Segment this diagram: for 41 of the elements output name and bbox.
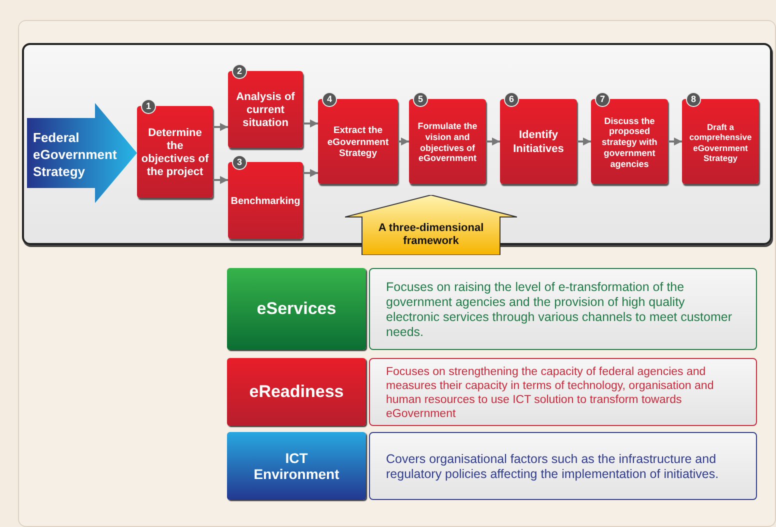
- arrow: [668, 138, 682, 146]
- step-text: Formulate the vision and objectives of eGovernment: [416, 120, 478, 164]
- arrow: [398, 138, 409, 146]
- step-number: 1: [141, 99, 156, 114]
- step-number: 8: [686, 92, 701, 107]
- category-label: eReadiness: [249, 382, 344, 402]
- arrow: [213, 123, 228, 131]
- arrow: [213, 176, 228, 184]
- category-box: [227, 358, 366, 426]
- step-text: Extract the eGovernment Strategy: [326, 125, 390, 160]
- step-text: Discuss the proposed strategy with government agencies: [600, 116, 658, 170]
- description-text: Focuses on raising the level of e-transformation of the government agencies and the provision of high quality electronic services through various channels to meet customer needs.: [386, 280, 732, 340]
- up-arrow: [345, 195, 517, 255]
- description-text: Focuses on strengthening the capacity of federal agencies and measures their capacity in terms of technology, organisation and human resources to use ICT solution to transform towards eGovernment: [386, 365, 715, 421]
- step-text: Analysis of current situation: [235, 90, 296, 130]
- step-text: Benchmarking: [230, 196, 300, 208]
- description-box: [369, 268, 757, 350]
- arrow: [577, 138, 591, 146]
- arrow: [303, 120, 318, 128]
- step-number: 3: [232, 155, 247, 170]
- step-number: 7: [595, 92, 610, 107]
- category-label: eServices: [256, 299, 336, 319]
- panel-box: [22, 43, 772, 245]
- description-box: [369, 358, 757, 426]
- category-box: [227, 432, 366, 500]
- category-label: ICT Environment: [252, 450, 340, 482]
- step-text: Identify Initiatives: [512, 129, 565, 156]
- step-number: 2: [232, 64, 247, 79]
- step-number: 6: [504, 92, 519, 107]
- description-box: [369, 432, 757, 500]
- block-arrow: [27, 103, 137, 203]
- step-text: Draft a comprehensive eGovernment Strategy: [688, 122, 753, 163]
- arrow: [303, 169, 318, 177]
- step-number: 5: [413, 92, 428, 107]
- arrow-label: A three-dimensional framework: [377, 222, 485, 248]
- description-text: Covers organisational factors such as the infrastructure and regulatory policies affecting the implementation of initiatives.: [386, 452, 720, 482]
- step-text: Determine the objectives of the project: [140, 126, 210, 180]
- category-box: [227, 268, 366, 350]
- arrow: [486, 138, 500, 146]
- step-number: 4: [322, 92, 337, 107]
- arrow-label: Federal eGovernment Strategy: [33, 129, 118, 180]
